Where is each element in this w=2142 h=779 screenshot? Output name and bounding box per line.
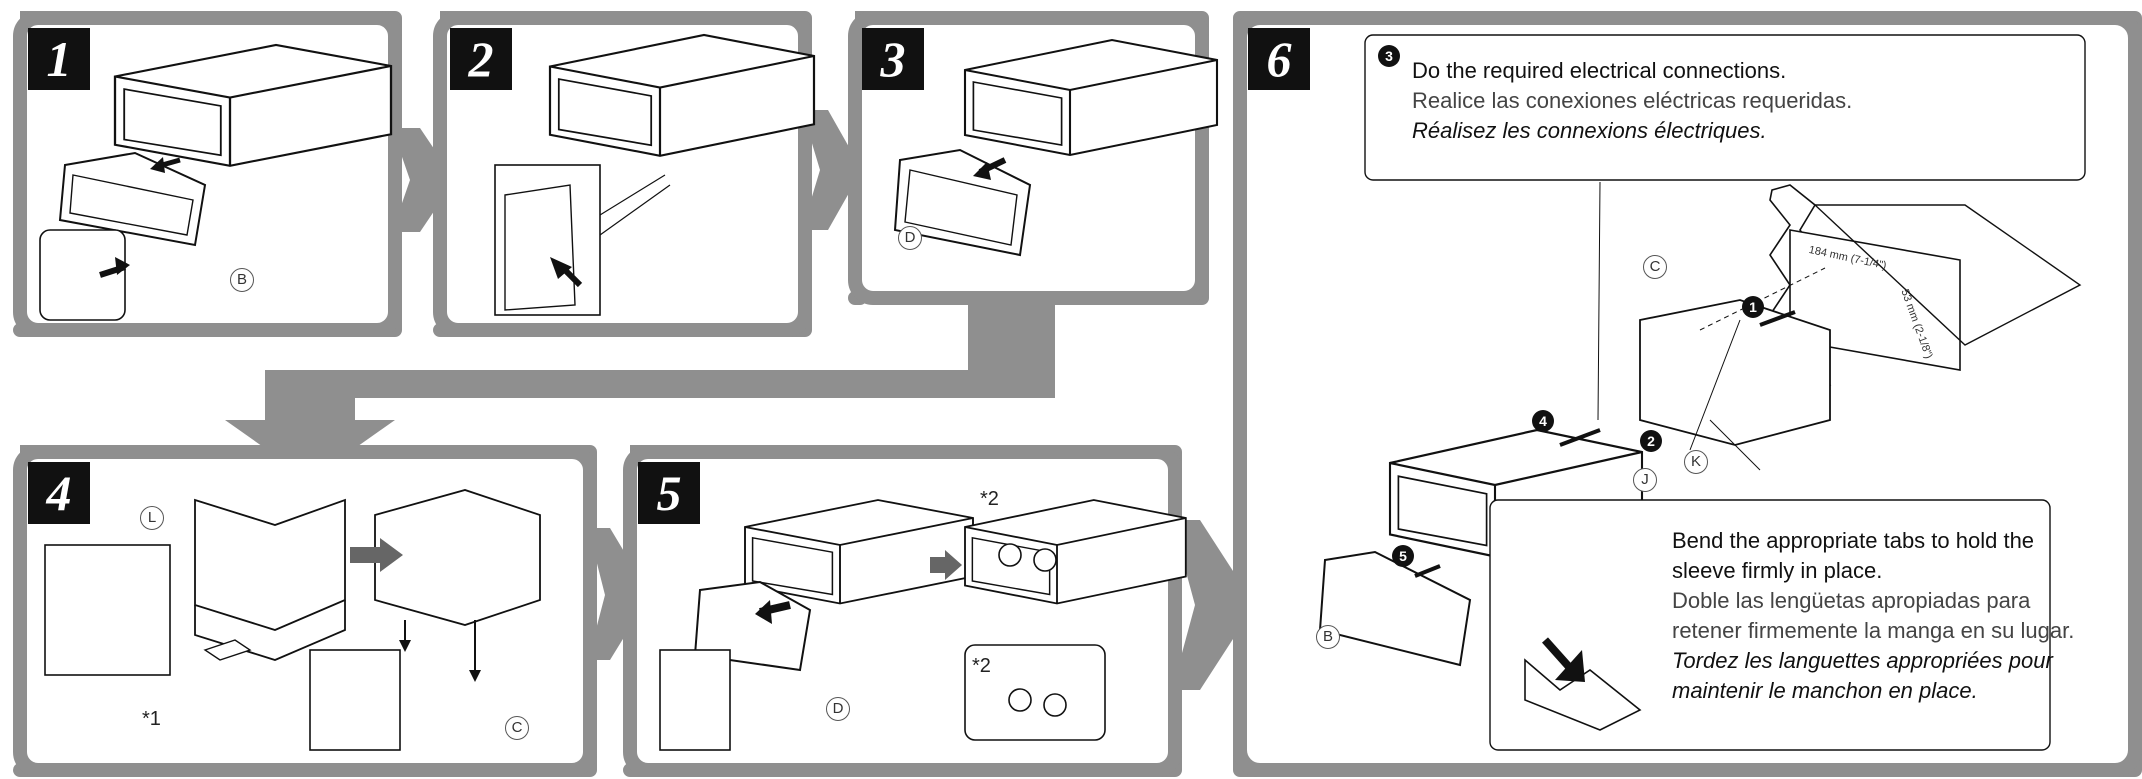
badge-1: 1 xyxy=(1742,296,1764,318)
connections-text-fr: Réalisez les connexions électriques. xyxy=(1412,118,1767,143)
connections-text-en: Do the required electrical connections. xyxy=(1412,58,1787,83)
part-label-c: C xyxy=(505,716,529,740)
flow-arrows xyxy=(225,110,1255,690)
badge-5: 5 xyxy=(1392,545,1414,567)
tabs-callout: Bend the appropriate tabs to hold the sl… xyxy=(1672,526,2082,706)
part-label-b: B xyxy=(230,268,254,292)
arrow-1-2 xyxy=(392,128,455,232)
step-6-illustration xyxy=(1318,34,2086,751)
badge-4: 4 xyxy=(1532,410,1554,432)
part-label-d: D xyxy=(898,226,922,250)
part-label-k: K xyxy=(1684,450,1708,474)
arrow-3-4 xyxy=(225,292,1055,480)
part-label-b-step6: B xyxy=(1316,625,1340,649)
step-number-2: 2 xyxy=(450,28,512,90)
step-number-4: 4 xyxy=(28,462,90,524)
step-1-illustration xyxy=(39,43,393,321)
tabs-text-es: Doble las lengüetas apropiadas para rete… xyxy=(1672,588,2075,643)
badge-2: 2 xyxy=(1640,430,1662,452)
step-number-3: 3 xyxy=(862,28,924,90)
note-star-2-bottom: *2 xyxy=(972,655,991,677)
step-3-illustration xyxy=(893,38,1219,257)
part-label-j: J xyxy=(1633,468,1657,492)
part-label-l: L xyxy=(140,506,164,530)
step-number-1: 1 xyxy=(28,28,90,90)
note-star-2-top: *2 xyxy=(980,488,999,510)
step-4-illustration xyxy=(44,489,541,751)
arrow-2-3 xyxy=(802,110,862,230)
tabs-text-fr: Tordez les languettes appropriées pour m… xyxy=(1672,648,2053,703)
arrow-5-6 xyxy=(1172,520,1255,690)
tabs-text-en: Bend the appropriate tabs to hold the sl… xyxy=(1672,528,2035,583)
step-2-illustration xyxy=(494,33,816,316)
part-label-d-step5: D xyxy=(826,697,850,721)
part-label-c-step6: C xyxy=(1643,255,1667,279)
step-5-illustration xyxy=(659,499,1187,751)
step-number-6: 6 xyxy=(1248,28,1310,90)
connections-callout: Do the required electrical connections. … xyxy=(1412,56,2062,146)
connections-text-es: Realice las conexiones eléctricas requer… xyxy=(1412,88,1853,113)
badge-3: 3 xyxy=(1378,45,1400,67)
note-star-1: *1 xyxy=(142,708,161,730)
arrow-4-5 xyxy=(588,528,650,660)
step-number-5: 5 xyxy=(638,462,700,524)
